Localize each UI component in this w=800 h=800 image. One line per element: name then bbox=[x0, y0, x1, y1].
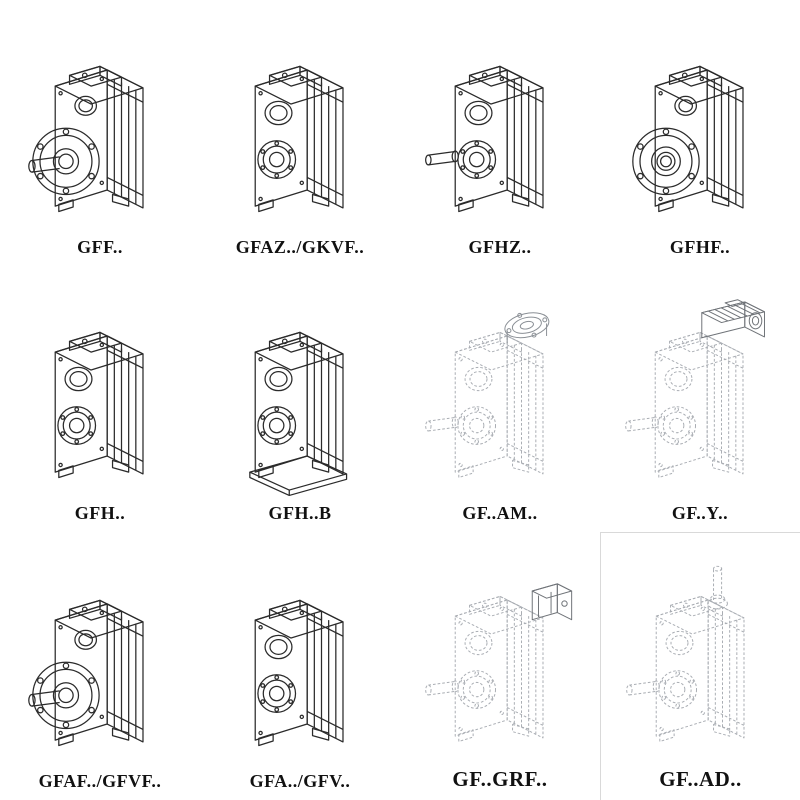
catalog-cell-gfaf-gfvf: GFAF../GFVF.. bbox=[0, 532, 200, 800]
model-label-gfa-gfv: GFA../GFV.. bbox=[249, 771, 351, 791]
gearbox-drawing-gf-y bbox=[608, 293, 792, 499]
catalog-cell-gfhz: GFHZ.. bbox=[400, 0, 600, 266]
gearbox-drawing-gfaf-gfvf bbox=[8, 561, 192, 767]
catalog-cell-gf-y: GF..Y.. bbox=[600, 266, 800, 532]
gearbox-drawing-gf-ad bbox=[609, 557, 793, 763]
model-label-gff: GFF.. bbox=[77, 237, 123, 257]
catalog-cell-gfa-gfv: GFA../GFV.. bbox=[200, 532, 400, 800]
catalog-cell-gf-ad: GF..AD.. bbox=[600, 532, 800, 800]
catalog-cell-gff: GFF.. bbox=[0, 0, 200, 266]
gearbox-drawing-gfh bbox=[8, 293, 192, 499]
catalog-cell-gfaz-gkvf: GFAZ../GKVF.. bbox=[200, 0, 400, 266]
gearbox-drawing-gfhz bbox=[408, 27, 592, 233]
catalog-cell-gfh-b: GFH..B bbox=[200, 266, 400, 532]
gearbox-drawing-gff bbox=[8, 27, 192, 233]
model-label-gfhf: GFHF.. bbox=[669, 237, 731, 257]
model-label-gf-ad: GF..AD.. bbox=[659, 767, 742, 791]
gearbox-drawing-gfaz-gkvf bbox=[208, 27, 392, 233]
gearbox-drawing-gf-grf bbox=[408, 557, 592, 763]
catalog-cell-gfhf: GFHF.. bbox=[600, 0, 800, 266]
catalog-cell-gf-grf: GF..GRF.. bbox=[400, 532, 600, 800]
gearbox-drawing-gfhf bbox=[608, 27, 792, 233]
gearbox-drawing-gf-am bbox=[408, 293, 592, 499]
model-label-gfhz: GFHZ.. bbox=[468, 237, 532, 257]
gearbox-drawing-gfh-b bbox=[208, 293, 392, 499]
catalog-cell-gfh: GFH.. bbox=[0, 266, 200, 532]
model-label-gfaf-gfvf: GFAF../GFVF.. bbox=[38, 771, 162, 791]
model-label-gf-y: GF..Y.. bbox=[671, 503, 729, 523]
model-label-gfaz-gkvf: GFAZ../GKVF.. bbox=[235, 237, 365, 257]
gearbox-drawing-gfa-gfv bbox=[208, 561, 392, 767]
model-label-gf-am: GF..AM.. bbox=[462, 503, 538, 523]
model-label-gfh-b: GFH..B bbox=[268, 503, 332, 523]
model-label-gf-grf: GF..GRF.. bbox=[452, 767, 548, 791]
model-label-gfh: GFH.. bbox=[74, 503, 126, 523]
catalog-cell-gf-am: GF..AM.. bbox=[400, 266, 600, 532]
